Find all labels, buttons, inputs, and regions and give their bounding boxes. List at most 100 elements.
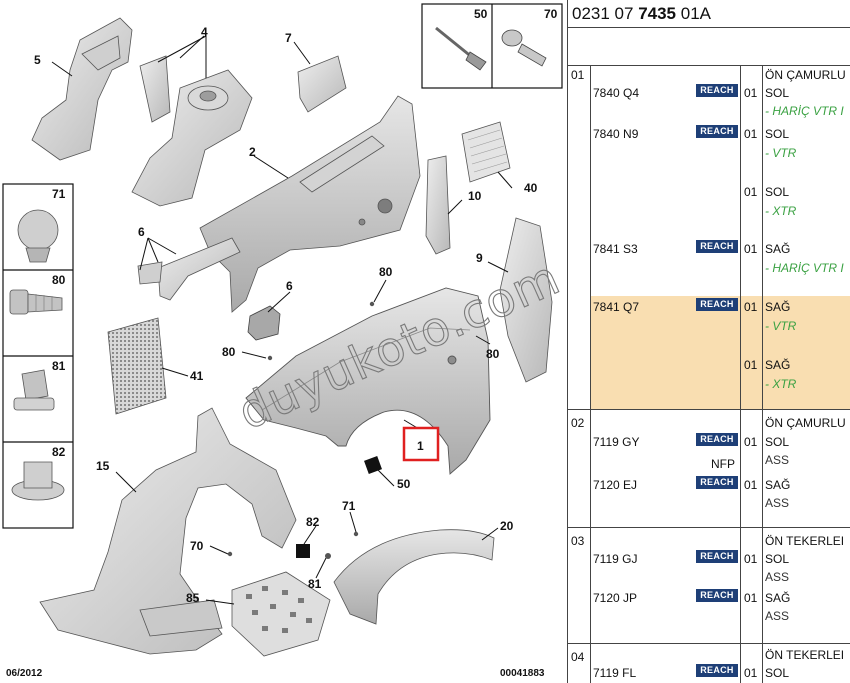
callout-81: 81 xyxy=(308,577,322,591)
callout-5: 6 xyxy=(138,225,145,239)
part-15-shape xyxy=(39,407,297,655)
callout-82: 82 xyxy=(306,515,320,529)
part-number[interactable]: 7841 Q7 xyxy=(593,300,640,314)
part-7-shape xyxy=(297,55,347,113)
part-10-shape xyxy=(425,155,451,255)
inset-label-71: 71 xyxy=(52,187,66,201)
quantity: 01 xyxy=(744,666,758,680)
column-divider-number xyxy=(590,66,591,683)
part-number[interactable]: 7840 Q4 xyxy=(593,86,640,100)
side-label: SAĞ xyxy=(765,358,791,372)
assembly-label: ASS xyxy=(765,496,790,510)
footer-date: 06/2012 xyxy=(6,668,43,679)
part-3-shape xyxy=(131,55,253,207)
assembly-label: ASS xyxy=(765,453,790,467)
quantity: 01 xyxy=(744,185,758,199)
variant-note: - VTR xyxy=(765,319,797,333)
assembly-label: ASS xyxy=(765,570,790,584)
side-label: SAĞ xyxy=(765,242,791,256)
variant-note: - HARİÇ VTR I xyxy=(765,261,844,275)
side-label: SOL xyxy=(765,185,790,199)
side-label: SOL xyxy=(765,127,790,141)
part-number[interactable]: 7840 N9 xyxy=(593,127,639,141)
callout-2: 2 xyxy=(249,145,256,159)
inset-label-50: 50 xyxy=(474,7,488,21)
side-label: SAĞ xyxy=(765,591,791,605)
part-2-shape xyxy=(199,95,421,313)
part-85-shape xyxy=(231,571,331,657)
callout-1-highlight[interactable]: 1 xyxy=(402,426,440,462)
section-number: 02 xyxy=(571,416,585,430)
callout-20: 20 xyxy=(500,519,514,533)
section-number: 03 xyxy=(571,534,585,548)
part-1-shape xyxy=(245,287,491,475)
side-label: SOL xyxy=(765,86,790,100)
quantity: 01 xyxy=(744,127,758,141)
leader-lines xyxy=(51,35,513,605)
inset-left-fasteners: 71 80 81 82 xyxy=(2,183,74,529)
side-label: SAĞ xyxy=(765,300,791,314)
quantity: 01 xyxy=(744,435,758,449)
variant-note: - HARİÇ VTR I xyxy=(765,104,844,118)
reach-badge: REACH xyxy=(696,125,738,138)
variant-note: - XTR xyxy=(765,377,797,391)
section-01: 01 7840 Q4 REACH 01 ÖN ÇAMURLU SOL - HAR… xyxy=(568,66,850,410)
section-number: 04 xyxy=(571,650,585,664)
side-label: SOL xyxy=(765,552,790,566)
callout-50: 50 xyxy=(397,477,411,491)
part-number[interactable]: 7119 GY xyxy=(593,435,640,449)
part-20-shape xyxy=(333,529,495,625)
quantity: 01 xyxy=(744,86,758,100)
inset-50-70: 50 70 xyxy=(421,3,563,89)
part-number[interactable]: 7119 GJ xyxy=(593,552,638,566)
side-label: SAĞ xyxy=(765,478,791,492)
callout-41: 41 xyxy=(190,369,204,383)
callout-labels: 5 4 7 2 6 6 10 40 9 80 80 80 41 50 15 70… xyxy=(34,25,538,605)
quantity: 01 xyxy=(744,478,758,492)
callout-15: 15 xyxy=(96,459,110,473)
inset-label-82: 82 xyxy=(52,445,66,459)
variant-note: - XTR xyxy=(765,204,797,218)
part-number[interactable]: 7841 S3 xyxy=(593,242,638,256)
assembly-label: ASS xyxy=(765,609,790,623)
side-label: SOL xyxy=(765,435,790,449)
callout-1: 1 xyxy=(417,439,424,453)
callout-10: 10 xyxy=(468,189,482,203)
part-number[interactable]: 7120 JP xyxy=(593,591,638,605)
bolt-50-icon xyxy=(435,26,487,71)
callout-3: 4 xyxy=(201,25,208,39)
reach-badge: REACH xyxy=(696,589,738,602)
reach-badge: REACH xyxy=(696,476,738,489)
section-title: ÖN ÇAMURLU xyxy=(765,416,846,430)
clip-82-icon xyxy=(11,461,65,501)
quantity: 01 xyxy=(744,358,758,372)
quantity: 01 xyxy=(744,300,758,314)
section-02: 02 ÖN ÇAMURLU 7119 GY REACH 01 SOL NFP A… xyxy=(568,410,850,528)
callout-80-top: 80 xyxy=(379,265,393,279)
section-title: ÖN TEKERLEI xyxy=(765,648,845,662)
reach-badge: REACH xyxy=(696,433,738,446)
clip-81-icon xyxy=(13,369,55,411)
quantity: 01 xyxy=(744,591,758,605)
part-description: ÖN ÇAMURLU xyxy=(765,68,846,82)
parts-list-panel: 0231 07 7435 01A 01 7840 Q4 REACH 01 ÖN … xyxy=(567,0,850,683)
callout-80-right: 80 xyxy=(486,347,500,361)
reach-badge: REACH xyxy=(696,298,738,311)
quantity: 01 xyxy=(744,242,758,256)
clip-70-icon xyxy=(501,29,547,67)
clip-71-icon xyxy=(17,209,59,263)
callout-80-left: 80 xyxy=(222,345,236,359)
callout-9: 9 xyxy=(476,251,483,265)
inset-label-81: 81 xyxy=(52,359,66,373)
section-04: 04 ÖN TEKERLEI 7119 FL REACH 01 SOL xyxy=(568,644,850,683)
callout-40: 40 xyxy=(524,181,538,195)
part-6-shape xyxy=(247,305,281,341)
side-label: SOL xyxy=(765,666,790,680)
inset-label-70: 70 xyxy=(544,7,558,21)
section-title: ÖN TEKERLEI xyxy=(765,534,845,548)
screw-80-icon xyxy=(9,289,63,315)
part-number[interactable]: 7119 FL xyxy=(593,666,637,680)
part-number[interactable]: 7120 EJ xyxy=(593,478,638,492)
part-5-shape xyxy=(137,237,241,301)
callout-70: 70 xyxy=(190,539,204,553)
